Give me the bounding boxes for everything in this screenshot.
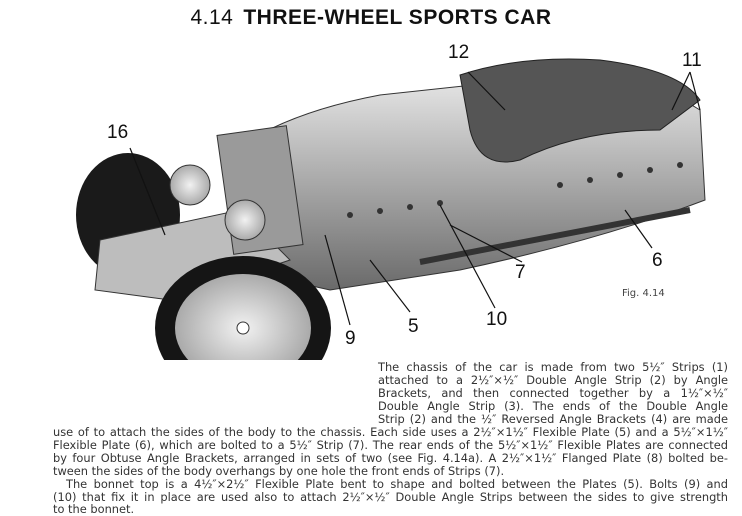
text-line: (10) that fix it in place are used also … bbox=[53, 490, 728, 504]
model-title: THREE-WHEEL SPORTS CAR bbox=[243, 6, 552, 29]
callout-6: 6 bbox=[652, 250, 663, 271]
cockpit bbox=[459, 58, 701, 163]
page-title: 4.14 THREE-WHEEL SPORTS CAR bbox=[0, 6, 742, 30]
model-number: 4.14 bbox=[190, 6, 234, 29]
text-line: tween the sides of the body overhangs by… bbox=[53, 464, 505, 478]
callout-16: 16 bbox=[107, 122, 129, 143]
text-line: Double Angle Strip (3). The ends of the … bbox=[378, 399, 728, 413]
text-line: Strip (2) and the ½″ Reversed Angle Brac… bbox=[378, 412, 728, 426]
text-line: The chassis of the car is made from two … bbox=[378, 360, 728, 374]
text-line: to the bonnet. bbox=[53, 502, 135, 516]
callout-12: 12 bbox=[448, 42, 470, 63]
pulley bbox=[224, 199, 266, 241]
text-line: attached to a 2½″×½″ Double Angle Strip … bbox=[378, 373, 728, 387]
text-line: The bonnet top is a 4½″×2½″ Flexible Pla… bbox=[66, 477, 728, 491]
strip bbox=[419, 207, 691, 265]
callout-10: 10 bbox=[486, 309, 508, 330]
pulley bbox=[169, 164, 211, 206]
callout-7: 7 bbox=[515, 262, 526, 283]
text-line: use of to attach the sides of the body t… bbox=[53, 425, 728, 439]
front-wheel bbox=[155, 256, 331, 360]
figure-label: Fig. 4.14 bbox=[622, 288, 665, 299]
callout-11: 11 bbox=[682, 50, 702, 71]
callout-5: 5 bbox=[408, 316, 419, 337]
text-line: by four Obtuse Angle Brackets, arranged … bbox=[53, 451, 728, 465]
car-illustration bbox=[76, 58, 706, 360]
callout-9: 9 bbox=[345, 328, 356, 349]
text-line: Brackets, and then connected together by… bbox=[378, 386, 728, 400]
text-line: Flexible Plate (6), which are bolted to … bbox=[53, 438, 728, 452]
